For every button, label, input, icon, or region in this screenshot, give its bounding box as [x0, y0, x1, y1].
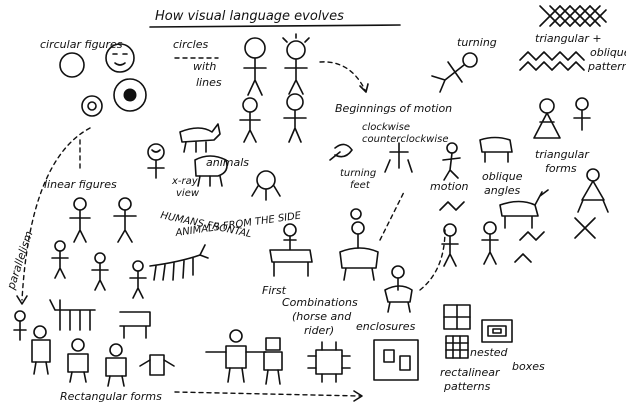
label-xray: x-ray: [171, 176, 199, 187]
label-rectalinear: rectalinear: [440, 366, 501, 379]
svg-text:circles: circles: [173, 38, 208, 51]
svg-text:lines: lines: [196, 76, 222, 89]
parallel-figures-row: [13, 299, 151, 341]
horse-rider-figures: [269, 208, 413, 313]
label-nested-boxes: boxes: [512, 360, 545, 373]
arrow-rect-to-enclosure: [174, 391, 361, 397]
label-parallelism: parallelism: [4, 229, 35, 291]
label-motion: motion: [430, 180, 469, 193]
arrow-to-turning-feet: [379, 189, 406, 241]
svg-text:oblique: oblique: [590, 46, 626, 59]
label-beginnings-of-motion: Beginnings of motion: [335, 102, 452, 115]
title-underline: [149, 24, 401, 28]
label-turning-feet-2: feet: [350, 180, 371, 191]
enclosure-boxes: [373, 304, 513, 381]
label-animals: animals: [206, 156, 249, 169]
animal-figures: [147, 93, 307, 201]
label-counterclockwise: counterclockwise: [362, 134, 448, 145]
linear-stick-figures: [51, 197, 147, 299]
svg-text:triangular +: triangular +: [535, 32, 602, 45]
svg-text:Combinations: Combinations: [282, 296, 358, 309]
deer-and-figures: [441, 189, 549, 267]
triangle-figures: [533, 97, 609, 239]
circular-figures: [59, 43, 147, 117]
triangular-oblique-label: triangular + oblique patterns: [535, 32, 626, 73]
rectangular-figures-row: [31, 325, 351, 387]
zigzag-pattern: [519, 51, 585, 71]
svg-text:rider): rider): [304, 324, 334, 337]
label-oblique: oblique: [482, 170, 523, 183]
swirl-figures: [329, 142, 413, 173]
svg-text:(horse and: (horse and: [292, 310, 352, 323]
svg-text:with: with: [193, 60, 216, 73]
svg-text:First: First: [262, 284, 287, 297]
label-rectalinear-patterns: patterns: [443, 380, 491, 393]
label-enclosures: enclosures: [356, 320, 416, 333]
label-linear-figures: linear figures: [44, 178, 117, 191]
label-oblique-angles: angles: [484, 184, 521, 197]
label-nested: nested: [470, 346, 509, 359]
motion-figures: [439, 136, 513, 211]
svg-text:patterns: patterns: [587, 60, 626, 73]
circles-with-lines-label: circles with lines: [173, 38, 222, 89]
arrow-to-motion: [319, 61, 366, 91]
label-clockwise: clockwise: [362, 122, 410, 133]
turning-figure: [431, 52, 478, 93]
label-xray-view: view: [176, 188, 200, 199]
crosshatch-pattern: [539, 5, 607, 27]
first-combinations-label: First Combinations (horse and rider): [262, 284, 358, 337]
arrow-parallelism: [21, 127, 91, 301]
label-turning: turning: [457, 36, 497, 49]
diagram-title: How visual language evolves: [155, 9, 344, 24]
label-triangular-forms: forms: [545, 162, 577, 175]
arrow-to-motion-figures: [419, 229, 446, 291]
centipede-animal: [149, 244, 209, 281]
label-rectangular-forms: Rectangular forms: [60, 390, 162, 403]
label-turning-feet: turning: [340, 168, 376, 179]
label-triangular: triangular: [535, 148, 590, 161]
sun-figures: [243, 33, 310, 96]
label-circular-figures: circular figures: [40, 38, 123, 51]
title-group: How visual language evolves: [149, 9, 401, 28]
